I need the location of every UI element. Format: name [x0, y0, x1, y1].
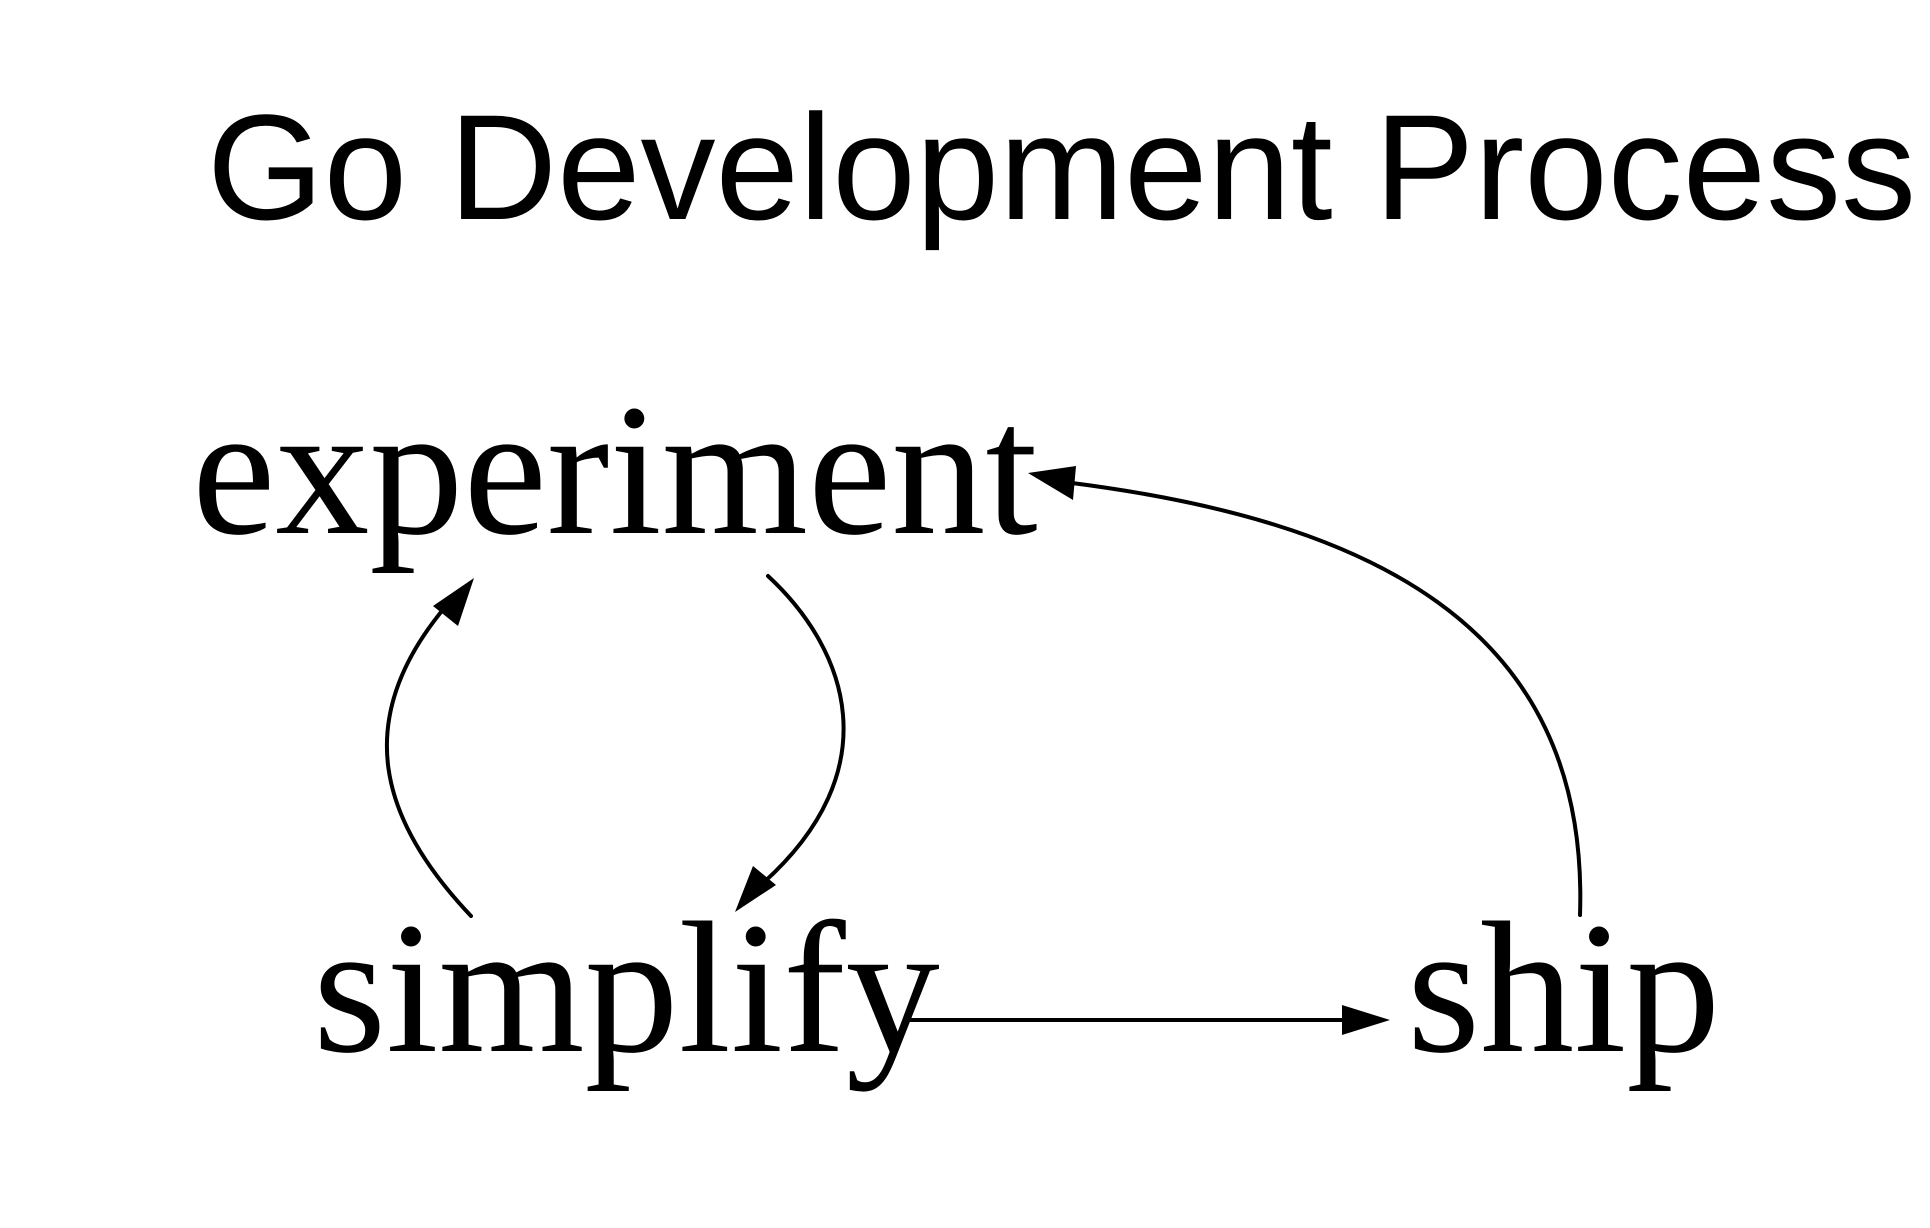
edge-simplify-to-ship-arrowhead — [1342, 1005, 1390, 1035]
edge-simplify-to-experiment-line — [385, 604, 473, 918]
node-ship: ship — [1407, 883, 1721, 1092]
diagram-title: Go Development Process — [207, 83, 1917, 251]
edge-ship-to-experiment-arrowhead — [1028, 466, 1076, 500]
edge-simplify-to-ship — [909, 1005, 1390, 1035]
edge-experiment-to-simplify-arrowhead — [735, 866, 776, 912]
node-experiment: experiment — [192, 365, 1038, 574]
edge-simplify-to-experiment-arrowhead — [433, 578, 474, 626]
node-simplify: simplify — [313, 883, 940, 1092]
edge-experiment-to-simplify-line — [760, 574, 846, 886]
edge-ship-to-experiment — [1028, 466, 1583, 917]
edge-experiment-to-simplify — [735, 574, 846, 912]
edge-ship-to-experiment-line — [1070, 481, 1583, 917]
edge-simplify-to-experiment — [385, 578, 474, 918]
